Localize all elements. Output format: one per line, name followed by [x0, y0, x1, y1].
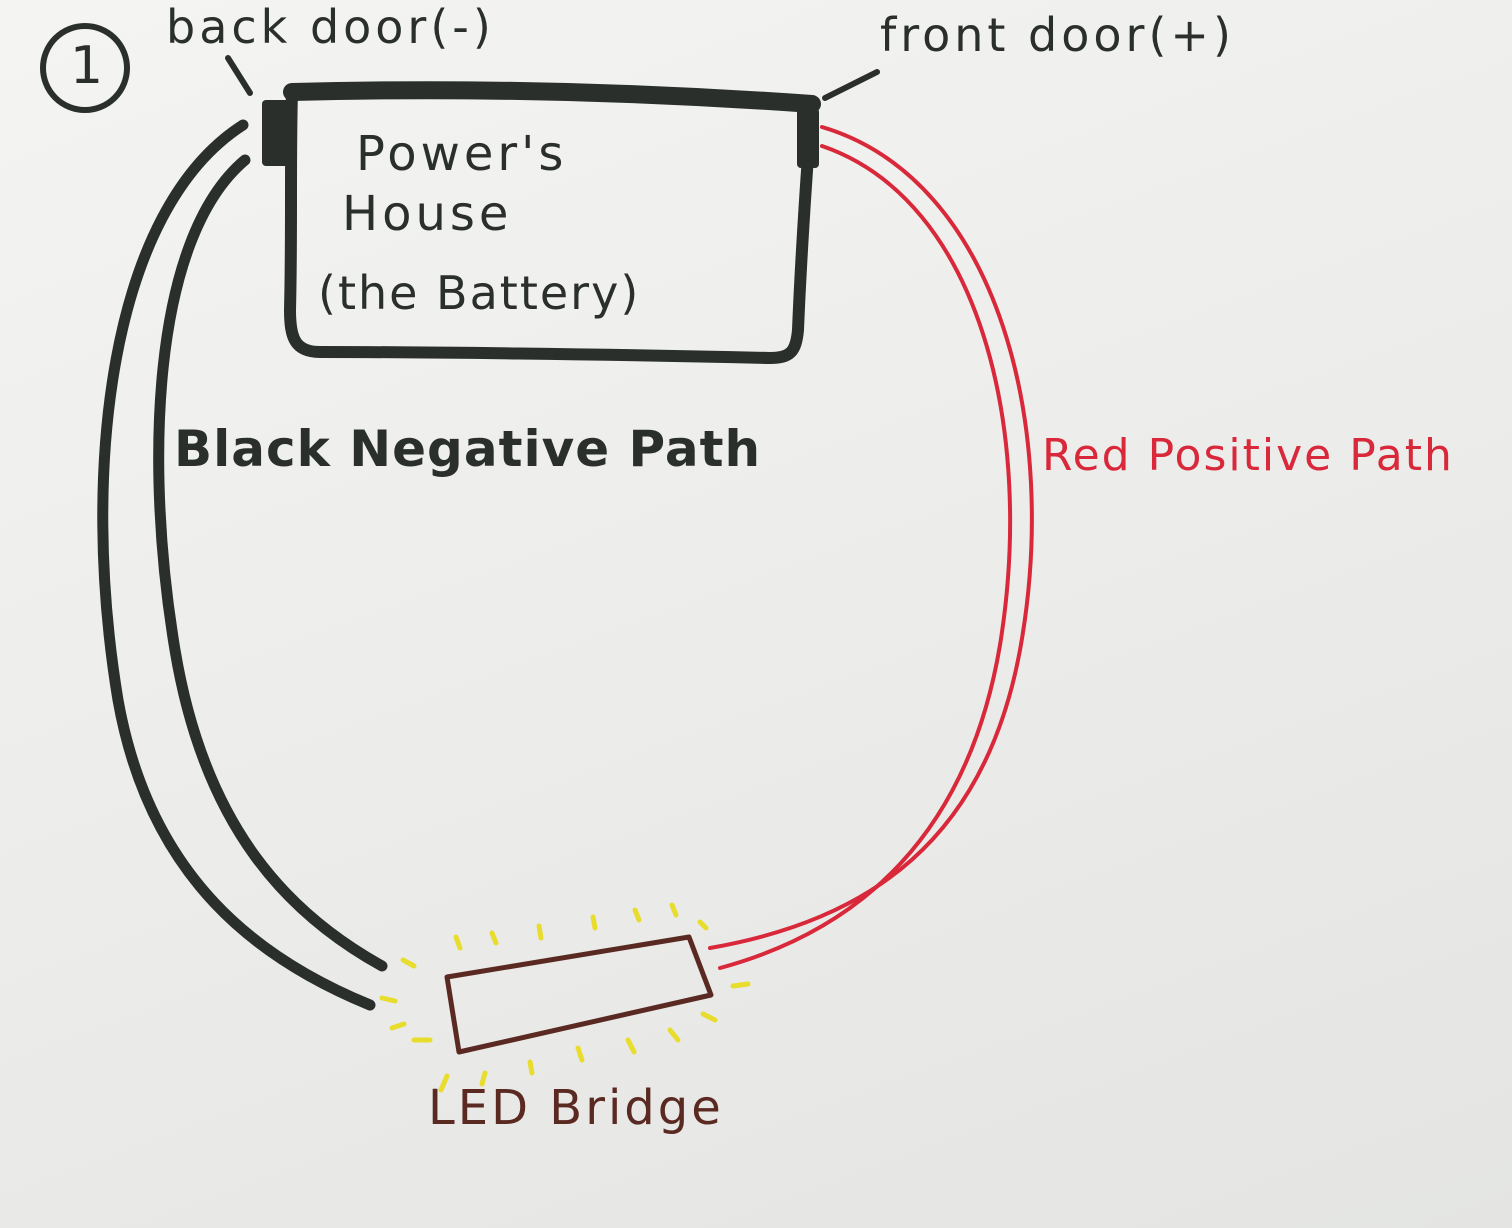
led-body: [444, 934, 714, 1055]
led-label: LED Bridge: [428, 1080, 724, 1136]
negative-wire-inner: [153, 154, 388, 972]
positive-wire-outer: [708, 125, 1034, 950]
positive-wire-inner: [718, 144, 1013, 970]
step-number-circle: [40, 23, 130, 113]
positive-path-label: Red Positive Path: [1042, 430, 1454, 481]
battery-label-line2: House: [342, 186, 513, 242]
front-door-pointer: [822, 69, 880, 101]
led-glow: [379, 902, 751, 1093]
battery-label-line3: (the Battery): [318, 266, 641, 320]
battery-label-line1: Power's: [356, 126, 568, 182]
negative-wire-outer: [97, 119, 376, 1011]
back-door-pointer: [225, 55, 253, 96]
back-door-label: back door(-): [166, 0, 495, 54]
step-number: 1: [70, 36, 104, 96]
negative-path-label: Black Negative Path: [174, 420, 762, 478]
battery-top-terminal: [283, 81, 821, 113]
battery-negative-terminal: [262, 100, 296, 166]
battery-positive-terminal: [797, 108, 819, 168]
front-door-label: front door(+): [880, 8, 1235, 62]
